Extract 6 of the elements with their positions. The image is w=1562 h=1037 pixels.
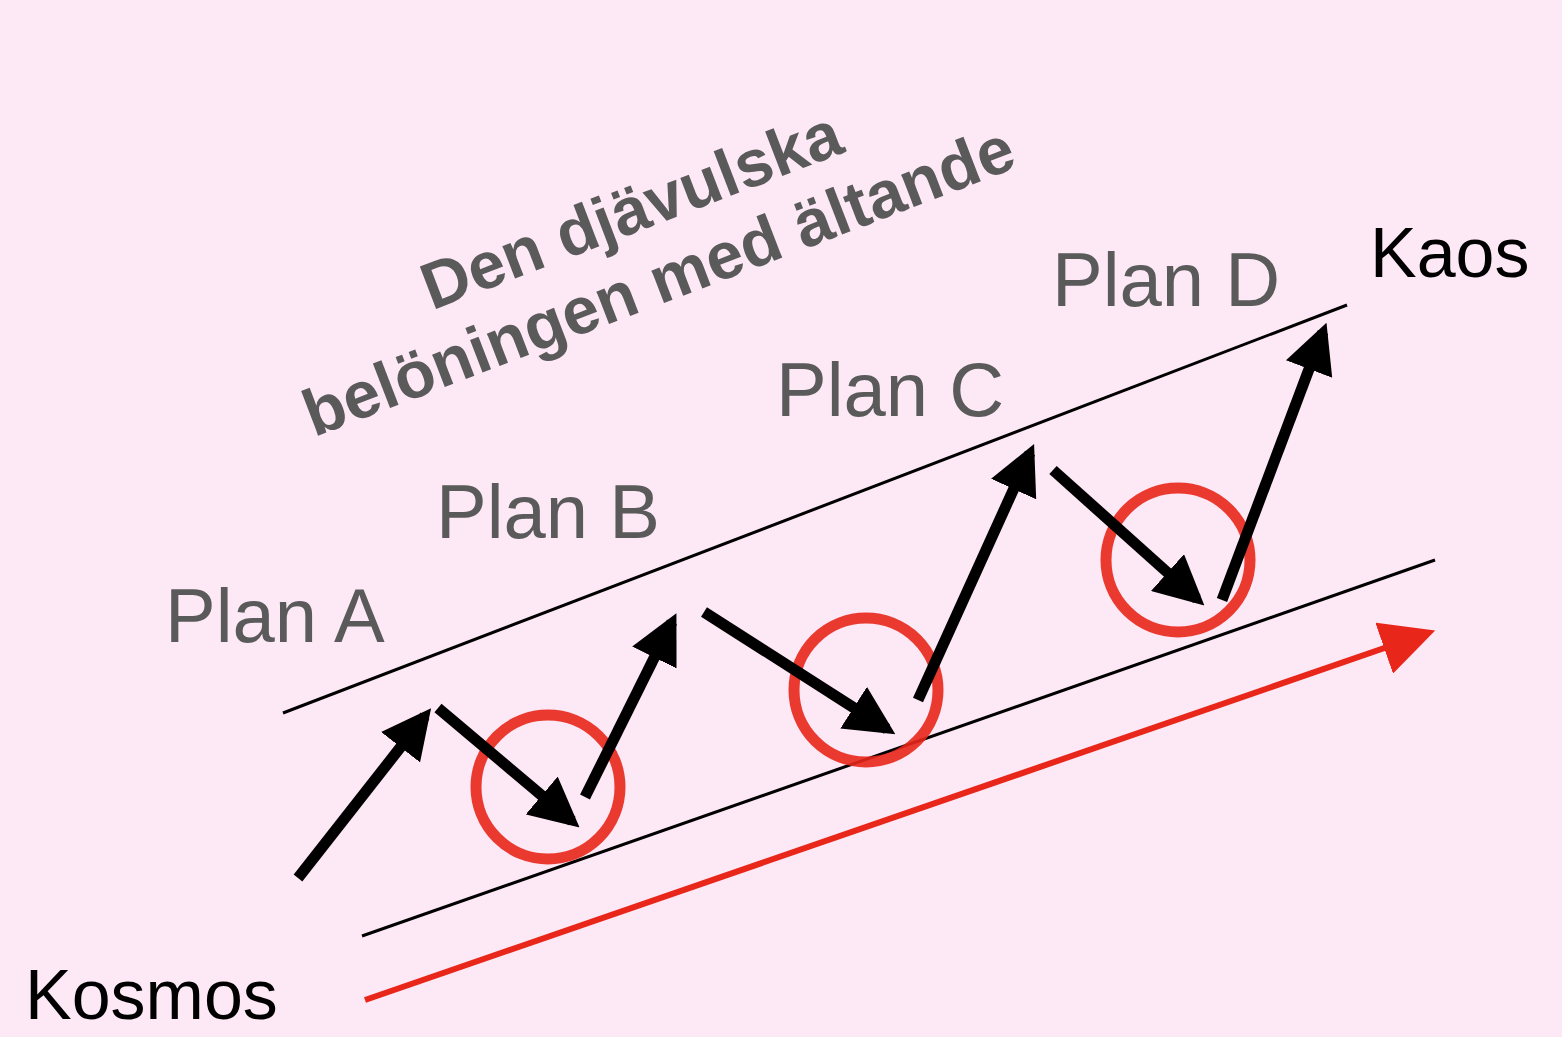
- end-label: Kaos: [1370, 218, 1530, 288]
- plan-label: Plan B: [436, 474, 660, 550]
- plan-label: Plan D: [1052, 242, 1281, 318]
- plan-label: Plan C: [776, 352, 1005, 428]
- start-label: Kosmos: [25, 960, 278, 1030]
- plan-label: Plan A: [165, 578, 385, 654]
